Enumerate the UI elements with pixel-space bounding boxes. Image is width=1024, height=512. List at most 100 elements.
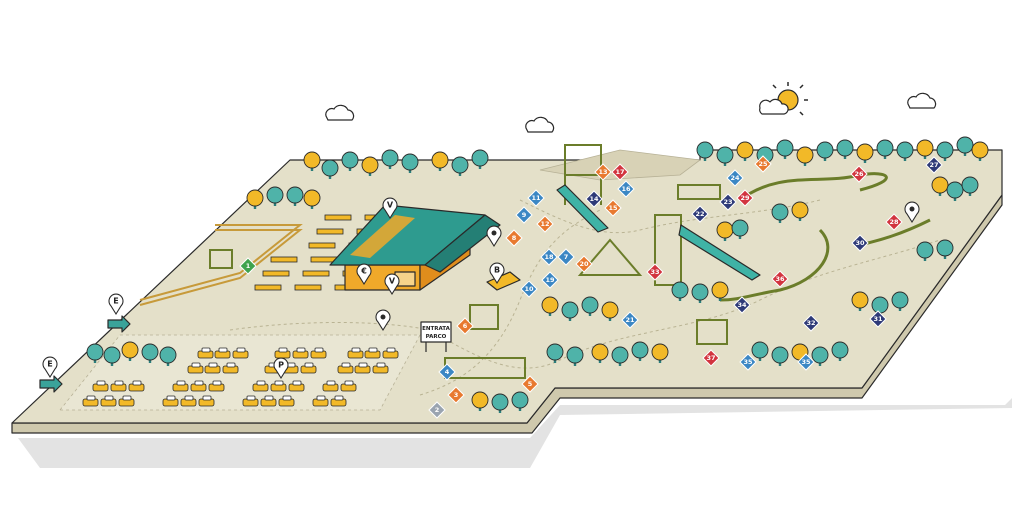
attraction-marker[interactable]: 27 (925, 156, 943, 174)
picnic-table (270, 256, 298, 263)
pin-symbol-icon (909, 206, 915, 212)
attraction-marker[interactable]: 36 (771, 270, 789, 288)
attraction-marker[interactable]: 10 (520, 280, 538, 298)
car-icon (222, 362, 239, 374)
car-icon (330, 395, 347, 407)
attraction-marker[interactable]: 21 (621, 311, 639, 329)
attraction-marker[interactable]: 29 (736, 189, 754, 207)
marker-number: 5 (528, 380, 533, 388)
tree-icon (961, 176, 979, 196)
parking-pin[interactable]: P (273, 357, 289, 380)
clouds (325, 92, 937, 133)
tree-icon (771, 203, 789, 223)
pin-symbol-icon (380, 314, 386, 320)
attraction-marker[interactable]: 37 (702, 349, 720, 367)
attraction-marker[interactable]: 15 (604, 199, 622, 217)
ground-shadow (18, 398, 1012, 468)
attraction-marker[interactable]: 9 (515, 206, 533, 224)
car-icon (292, 347, 309, 359)
toilet-pin[interactable] (486, 225, 502, 248)
attraction-marker[interactable]: 4 (438, 363, 456, 381)
car-icon (180, 395, 197, 407)
tree-icon (103, 346, 121, 366)
tree-icon (471, 391, 489, 411)
tree-icon (731, 219, 749, 239)
tree-icon (936, 239, 954, 259)
attraction-markers: 1234567891011121314151617181920212223242… (239, 155, 943, 419)
attraction-marker[interactable]: 6 (456, 317, 474, 335)
attraction-marker[interactable]: 17 (611, 163, 629, 181)
sign-line-2: PARCO (426, 334, 447, 340)
entrance-pin[interactable]: E (108, 293, 124, 316)
attraction-marker[interactable]: 26 (850, 165, 868, 183)
attraction-marker[interactable]: 24 (726, 169, 744, 187)
tree-icon (303, 151, 321, 171)
attraction-marker[interactable]: 12 (536, 215, 554, 233)
car-icon (364, 347, 381, 359)
attraction-marker[interactable]: 2 (428, 401, 446, 419)
tree-icon (541, 296, 559, 316)
trees (86, 136, 989, 413)
b-pin[interactable]: B (489, 262, 505, 285)
attraction-marker[interactable]: 20 (575, 255, 593, 273)
cash-pin[interactable]: € (356, 263, 372, 286)
car-icon (340, 380, 357, 392)
marker-number: 12 (540, 220, 549, 228)
attraction-marker[interactable]: 1 (239, 257, 257, 275)
tree-icon (691, 283, 709, 303)
tree-icon (856, 143, 874, 163)
v-pin[interactable]: V (382, 197, 398, 220)
pin-label: E (113, 297, 118, 306)
ice-cream-pin[interactable] (375, 309, 391, 332)
attraction-marker[interactable]: 8 (505, 229, 523, 247)
attraction-marker[interactable]: 16 (617, 180, 635, 198)
picnic-table (316, 228, 344, 235)
attraction-marker[interactable]: 35 (739, 353, 757, 371)
marker-number: 35 (743, 358, 753, 366)
attraction-marker[interactable]: 3 (447, 386, 465, 404)
attraction-marker[interactable]: 7 (557, 248, 575, 266)
ice-cream-pin[interactable] (904, 201, 920, 224)
attraction-marker[interactable]: 19 (541, 271, 559, 289)
marker-number: 10 (524, 285, 534, 293)
cloud-icon (525, 116, 555, 133)
attraction-marker[interactable]: 30 (851, 234, 869, 252)
tree-icon (831, 341, 849, 361)
entrance-pin[interactable]: E (42, 356, 58, 379)
tree-icon (471, 149, 489, 169)
tree-icon (811, 346, 829, 366)
attraction-marker[interactable]: 32 (802, 314, 820, 332)
tree-icon (431, 151, 449, 171)
attraction-marker[interactable]: 18 (540, 248, 558, 266)
tree-icon (916, 139, 934, 159)
v-pin[interactable]: V (384, 273, 400, 296)
attraction-marker[interactable]: 5 (521, 375, 539, 393)
marker-number: 26 (854, 170, 864, 178)
attraction-marker[interactable]: 28 (885, 213, 903, 231)
car-icon (274, 347, 291, 359)
tree-icon (971, 141, 989, 161)
attraction-marker[interactable]: 22 (691, 205, 709, 223)
attraction-marker[interactable]: 14 (585, 190, 603, 208)
marker-number: 2 (435, 406, 440, 414)
cloud-icon (907, 92, 937, 109)
marker-number: 6 (463, 322, 468, 330)
attraction-marker[interactable]: 25 (754, 155, 772, 173)
tree-icon (561, 301, 579, 321)
attraction-marker[interactable]: 31 (869, 310, 887, 328)
sun-icon (759, 82, 808, 116)
tree-icon (303, 189, 321, 209)
car-icon (198, 395, 215, 407)
attraction-marker[interactable]: 23 (719, 193, 737, 211)
marker-number: 16 (621, 185, 631, 193)
marker-number: 37 (706, 354, 715, 362)
tree-icon (956, 136, 974, 156)
tree-icon (916, 241, 934, 261)
attraction-marker[interactable]: 35 (797, 353, 815, 371)
attraction-marker[interactable]: 13 (594, 163, 612, 181)
attraction-marker[interactable]: 11 (527, 189, 545, 207)
attraction-marker[interactable]: 34 (733, 296, 751, 314)
attraction-marker[interactable]: 33 (646, 263, 664, 281)
